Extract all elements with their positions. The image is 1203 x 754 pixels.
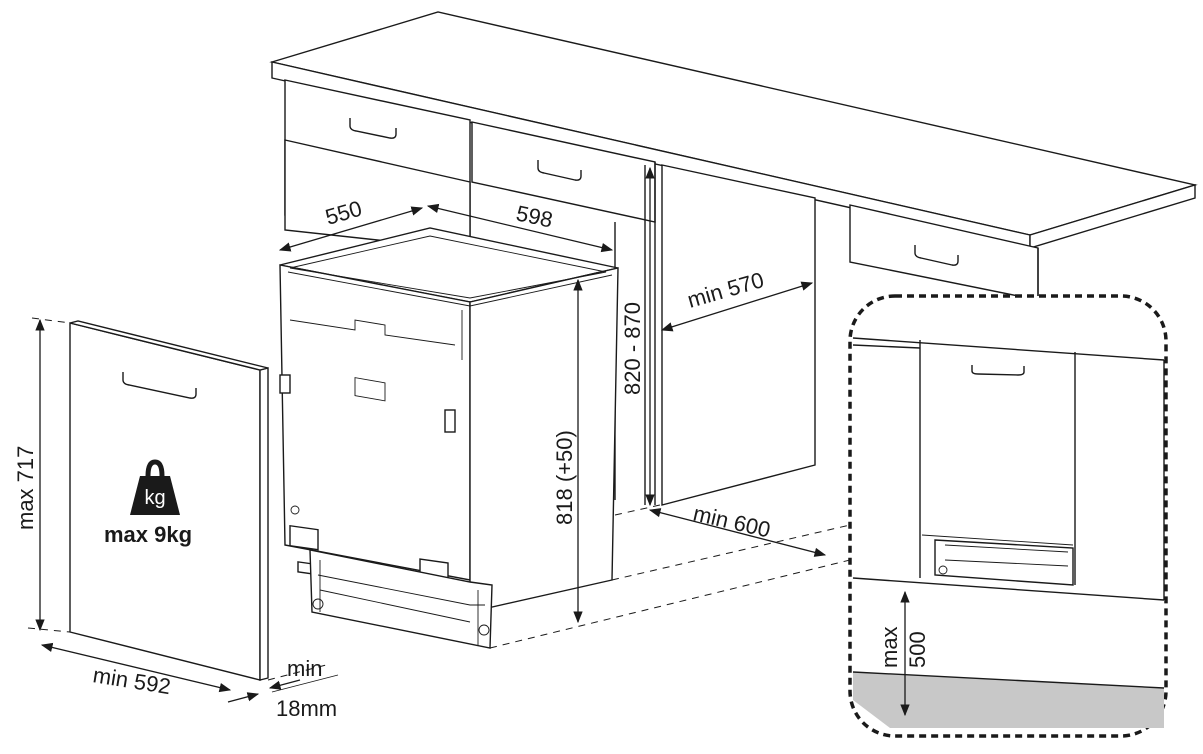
cabinet-height-label: 820 - 870 [620, 302, 645, 395]
kitchen-cabinets [269, 11, 1198, 506]
min-width-dimension [648, 508, 827, 557]
door-thickness-arrow-right [268, 679, 301, 690]
door-thickness-label-line2: 18mm [276, 696, 337, 721]
drawer-handle [914, 245, 959, 266]
width-598-dimension [426, 203, 614, 253]
drawer-handle [349, 118, 397, 139]
plinth-label-line1: max [877, 626, 902, 668]
max-weight-label: max 9kg [104, 522, 192, 547]
door-thickness-label-line1: min [287, 656, 322, 681]
door-edge [259, 367, 269, 681]
middle-right-cabinet [661, 164, 816, 506]
drawer-handle [537, 160, 582, 181]
appliance-height-label: 818 (+50) [552, 430, 577, 525]
dishwasher-side [469, 267, 619, 613]
plinth-label-line2: 500 [905, 631, 930, 668]
weight-icon-label: kg [144, 487, 165, 509]
door-height-label: max 717 [13, 446, 38, 530]
min-width-label: min 600 [691, 501, 773, 543]
min-depth-dimension [660, 281, 814, 332]
dishwasher-base [309, 549, 493, 649]
door-width-dimension [40, 642, 232, 693]
weight-icon: kg [130, 459, 180, 515]
countertop-side [1029, 184, 1196, 249]
door-handle [122, 372, 197, 399]
door-width-label: min 592 [91, 662, 172, 699]
depth-550-dimension [278, 206, 424, 252]
door-thickness-arrow-left [227, 692, 260, 703]
plinth-detail-inset: max 500 [848, 294, 1168, 738]
